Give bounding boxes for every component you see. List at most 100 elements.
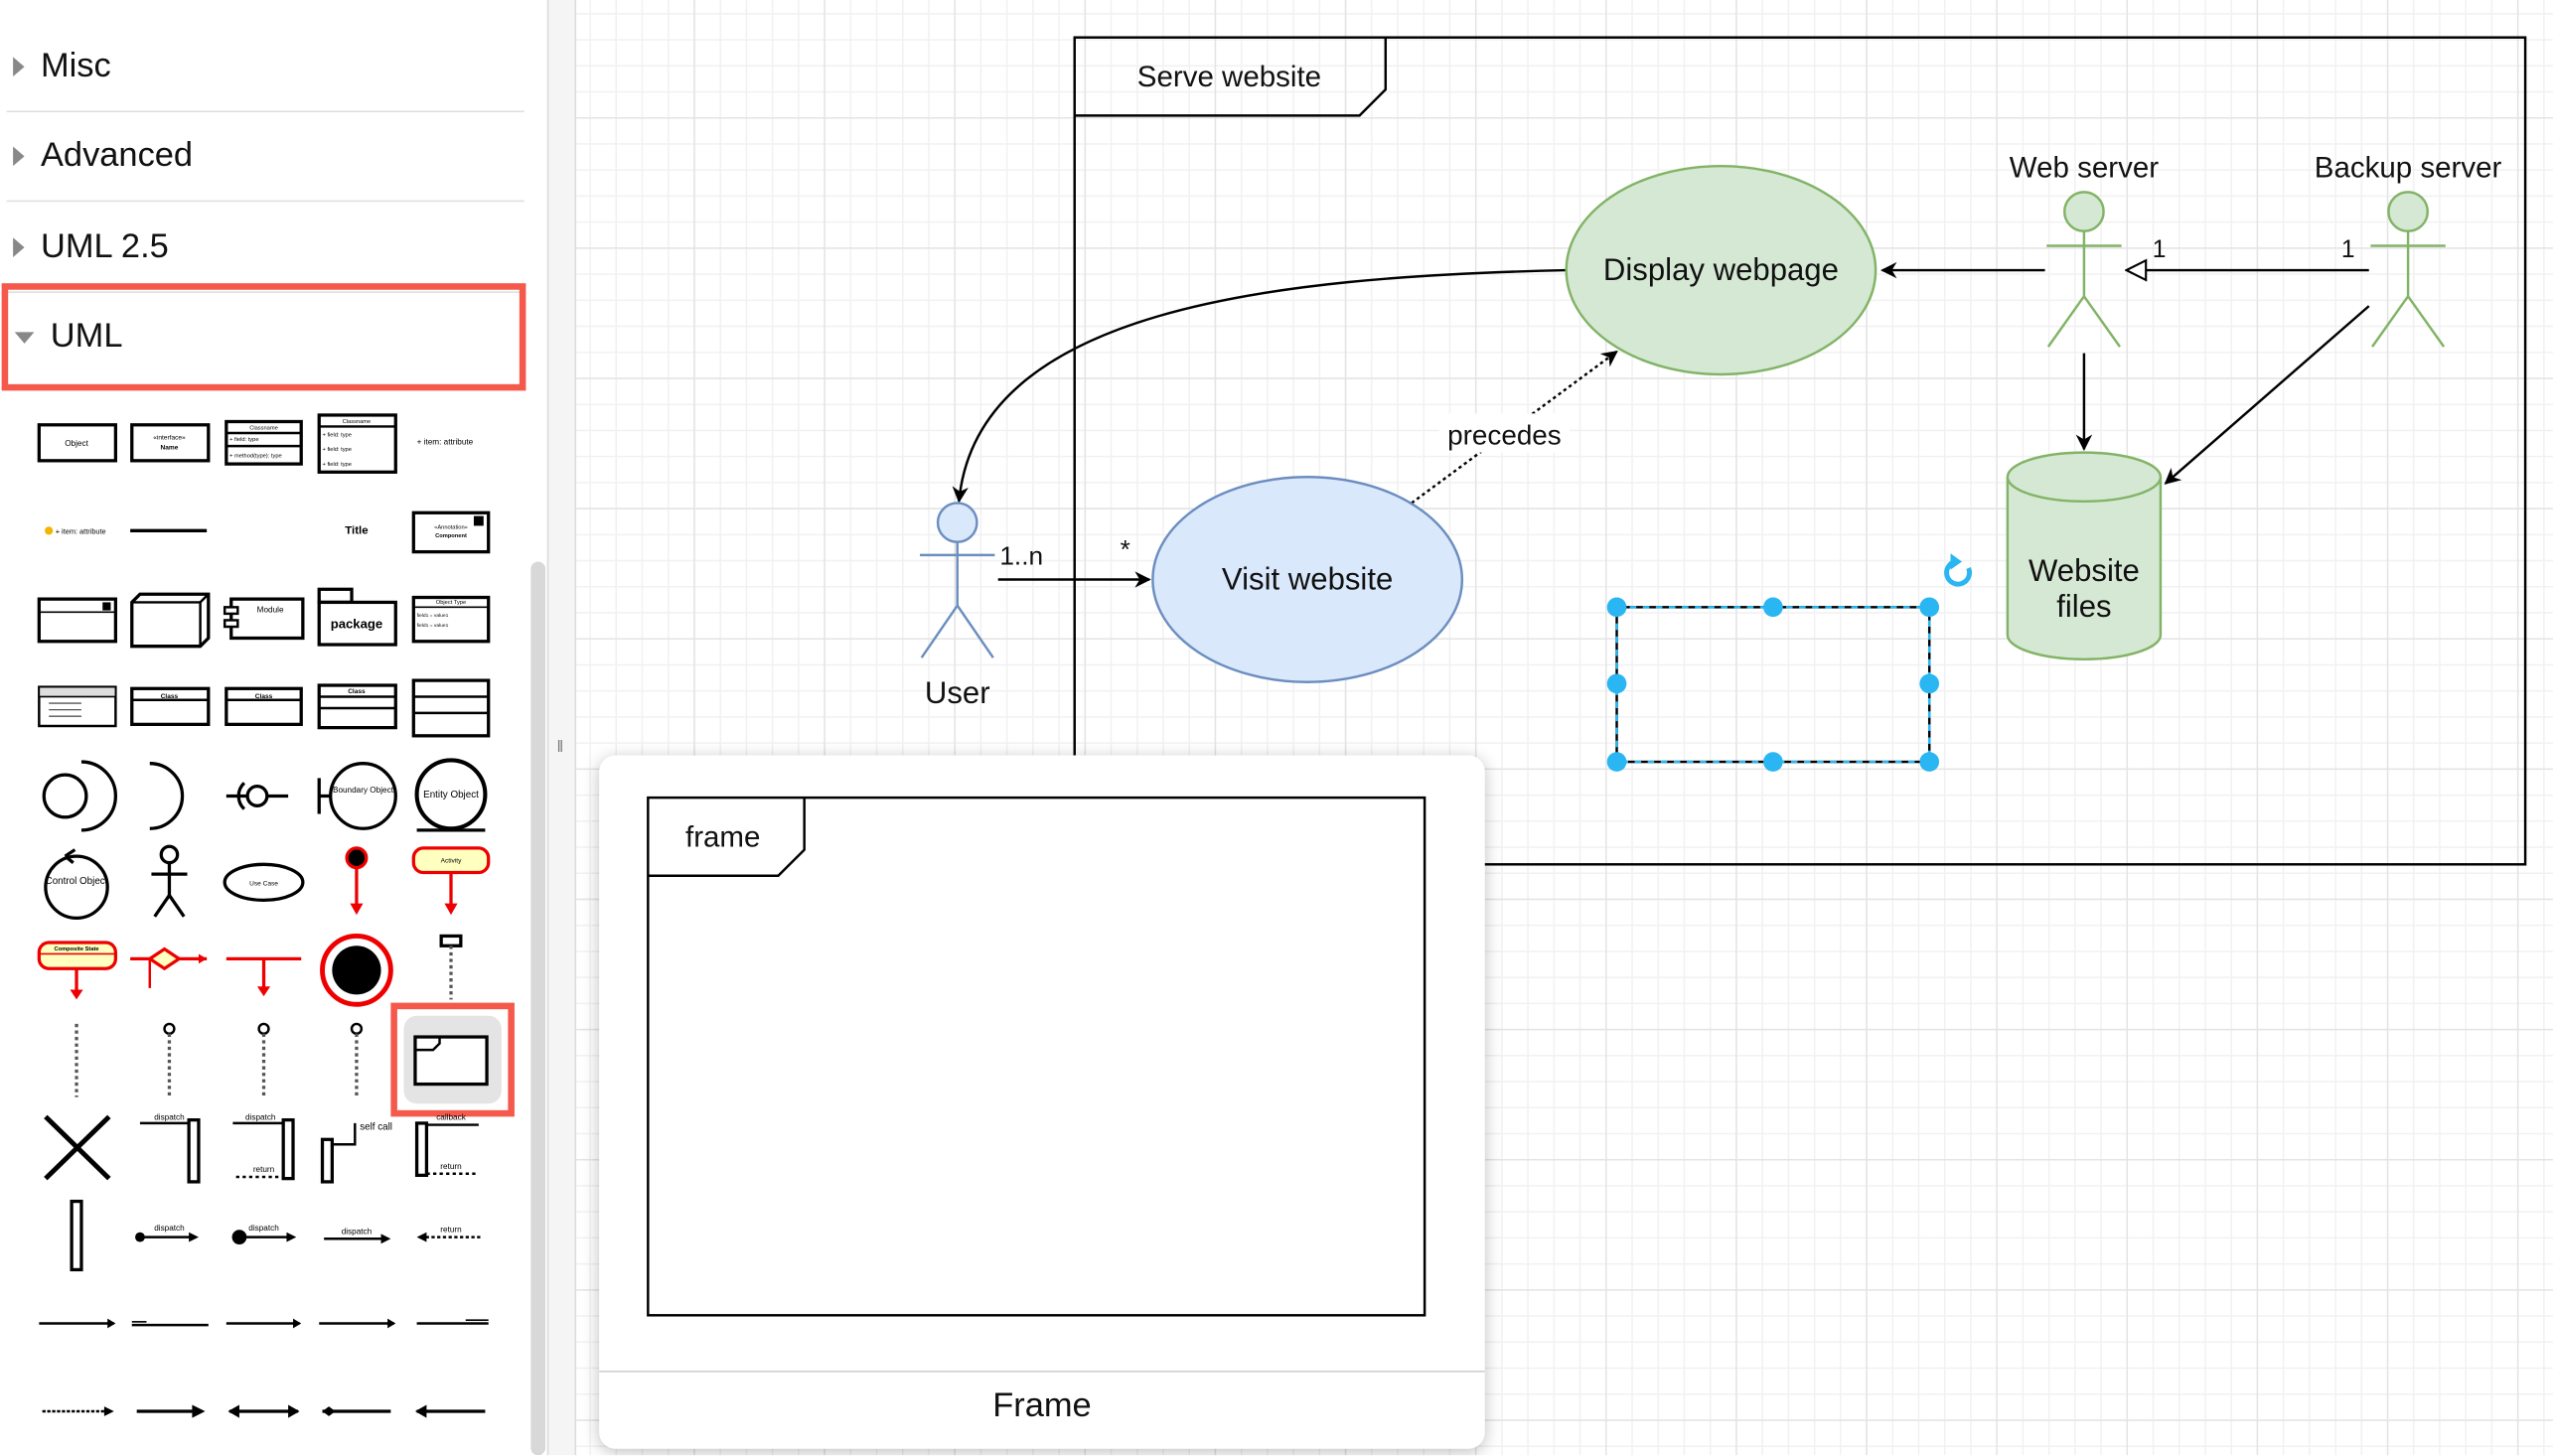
shape-association-a[interactable] [39,1318,116,1329]
shape-use-case[interactable]: Use Case [223,862,305,903]
resize-handle[interactable] [1763,752,1783,772]
shape-destruction[interactable] [44,1114,111,1181]
sidebar-splitter[interactable] [546,0,577,1456]
shape-lifeline-actor[interactable] [163,1022,176,1097]
shape-component-attrs[interactable] [37,597,118,644]
section-label: UML 2.5 [40,226,169,265]
resize-handle[interactable] [1606,752,1627,772]
shape-entity-object[interactable]: Entity Object [414,758,488,832]
shape-label: return [440,1162,462,1171]
shape-provided-interface[interactable] [42,760,117,832]
shape-dispatch-return[interactable]: dispatch return [232,1113,295,1181]
shape-frame-selected[interactable] [390,1002,515,1117]
shape-self-call[interactable]: self call [320,1121,392,1184]
shape-class-b[interactable]: Class [225,686,303,726]
shape-label: Object [65,439,88,448]
usecase-visit-website[interactable]: Visit website [1151,475,1464,683]
resize-handle[interactable] [1919,752,1940,772]
frame-serve-website[interactable]: Serve website [1073,36,2527,866]
shape-composition[interactable] [322,1406,391,1416]
actor-user[interactable]: User [920,502,995,710]
actor-backup-server[interactable]: Backup server [2315,152,2502,348]
edge-label-precedes: precedes [1447,419,1562,450]
shape-found-message[interactable]: dispatch [135,1224,199,1242]
shape-node[interactable] [130,592,211,649]
resize-handle[interactable] [1606,673,1627,694]
shape-required-interface[interactable] [149,762,185,830]
shape-component[interactable]: «Annotation» Component [411,510,491,554]
resize-handle[interactable] [1606,597,1627,618]
shape-item-attribute[interactable]: + item: attribute [417,437,474,446]
shape-final-state[interactable] [320,933,393,1007]
shape-module[interactable]: Module [223,597,305,641]
shape-item-attribute-bullet[interactable]: + item: attribute [45,526,106,536]
shape-directed-association[interactable] [136,1404,206,1418]
shape-return-message[interactable]: return [416,1226,483,1242]
shape-dependency[interactable] [42,1406,114,1416]
shape-activation-bar[interactable] [70,1199,83,1272]
shape-label: return [440,1226,462,1235]
shape-lifeline-entity[interactable] [350,1022,364,1097]
chevron-right-icon [13,56,25,76]
shape-fork[interactable] [225,956,302,997]
shape-interface[interactable]: «interface» Name [130,423,211,463]
shape-callback[interactable]: callback return [414,1113,479,1177]
resize-handle[interactable] [1919,597,1940,618]
shape-initial-state[interactable] [345,846,369,916]
shape-dispatch-activation[interactable]: dispatch [139,1113,201,1184]
shape-message[interactable]: dispatch [324,1227,391,1244]
section-uml[interactable]: UML [1,283,526,391]
edge-backup-to-files[interactable] [2164,305,2370,485]
rotate-handle-icon[interactable] [1944,553,1972,587]
shape-object-type[interactable]: Object Type field1 = value1 field1 = val… [411,595,491,644]
shape-association-b[interactable] [131,1321,209,1327]
chevron-right-icon [13,236,25,257]
resize-handle[interactable] [1919,673,1940,694]
shape-decision[interactable] [130,946,208,988]
shape-label: dispatch [245,1113,276,1122]
sidebar-scrollbar[interactable] [530,561,546,1456]
shape-control-object[interactable]: Control Object [44,848,109,921]
actor-label: Backup server [2315,152,2502,185]
shape-interface-class[interactable] [411,678,491,738]
shape-label: callback [436,1113,466,1122]
section-misc[interactable]: Misc [6,21,525,113]
shape-lifeline-boundary[interactable] [257,1022,270,1097]
shape-bidirectional[interactable] [227,1404,300,1418]
splitter-grip-icon[interactable]: ‖ [556,739,564,758]
shape-class-a[interactable]: Class [130,686,211,726]
shape-class-c[interactable]: Class [317,683,397,730]
usecase-display-webpage[interactable]: Display webpage [1565,164,1877,376]
shape-label: Name [161,444,179,451]
shape-label: Composite State [54,946,98,952]
shape-association-d[interactable] [319,1318,396,1329]
shape-title[interactable]: Title [345,525,368,537]
shape-aggregation[interactable] [414,1404,486,1418]
resize-handle[interactable] [1763,597,1783,618]
edge-label-one: 1 [2341,236,2355,263]
section-uml-2-5[interactable]: UML 2.5 [6,202,525,294]
actor-web-server[interactable]: Web server [2010,152,2159,348]
shape-class-enum[interactable] [38,685,117,728]
section-advanced[interactable]: Advanced [6,110,525,203]
shape-package[interactable]: package [317,587,397,647]
selected-shape[interactable] [1606,597,1940,772]
edge-label-multiplicity: 1..n [999,541,1043,571]
shape-found-message-large[interactable]: dispatch [231,1224,297,1245]
edge-label-star: * [1121,534,1130,564]
shape-association-e[interactable] [416,1319,489,1325]
shape-actor[interactable] [151,844,188,918]
database-website-files[interactable]: Website files [2006,451,2163,661]
shape-lifeline[interactable] [439,934,463,1000]
shape-object[interactable]: Object [37,423,118,463]
shape-composite-state[interactable]: Composite State [37,941,118,1000]
shape-class-2-section[interactable]: Classname + field: type + method(type): … [225,419,303,466]
shape-lollipop[interactable] [225,782,289,810]
shape-association-c[interactable] [225,1318,302,1329]
shape-label: dispatch [154,1224,185,1233]
shape-boundary-object[interactable]: Boundary Object [317,762,397,830]
shape-label: Class [161,693,179,700]
shape-activity[interactable]: Activity [411,846,491,916]
edge-display-to-user[interactable] [952,268,1567,504]
shape-class-3-fields[interactable]: Classname + field: type + field: type + … [317,413,397,474]
